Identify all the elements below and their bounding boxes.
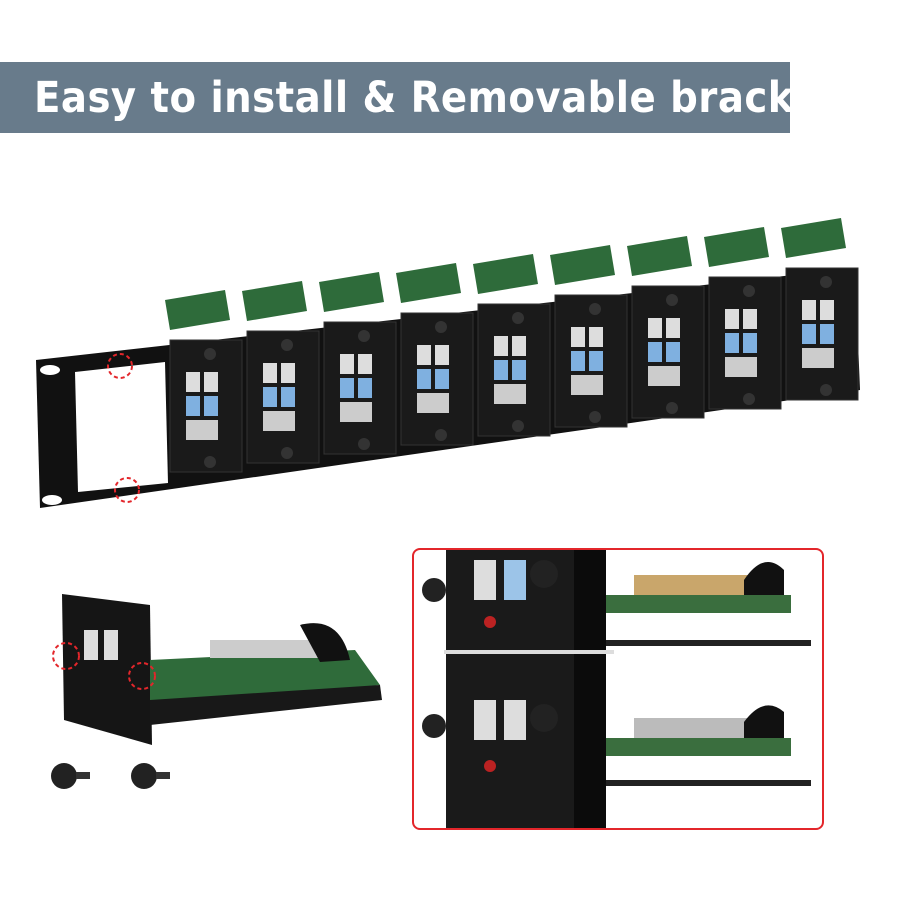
rack-module [473, 254, 551, 437]
thumb-screw-icon [131, 763, 170, 789]
banner-title: Easy to install & Removable bracket [34, 73, 839, 123]
thumb-screw-icon [51, 763, 90, 789]
rack-module [396, 263, 474, 446]
rack-module [704, 227, 782, 410]
single-module-plate [62, 594, 152, 745]
title-banner: Easy to install & Removable bracket [0, 62, 838, 133]
rack-module [781, 218, 859, 401]
rack-module [319, 272, 397, 455]
screw-hole-highlight-icon [52, 642, 80, 670]
screw-hole-highlight-icon [128, 662, 156, 690]
rack-module [242, 281, 320, 464]
detail-inset [412, 548, 824, 830]
screw-hole-highlight-icon [114, 477, 140, 503]
rack-empty-slot [75, 362, 168, 492]
rack-module [627, 236, 705, 419]
single-module-board [150, 650, 380, 710]
rack-module [550, 245, 628, 428]
rack-module [165, 290, 243, 473]
screw-hole-highlight-icon [107, 353, 133, 379]
